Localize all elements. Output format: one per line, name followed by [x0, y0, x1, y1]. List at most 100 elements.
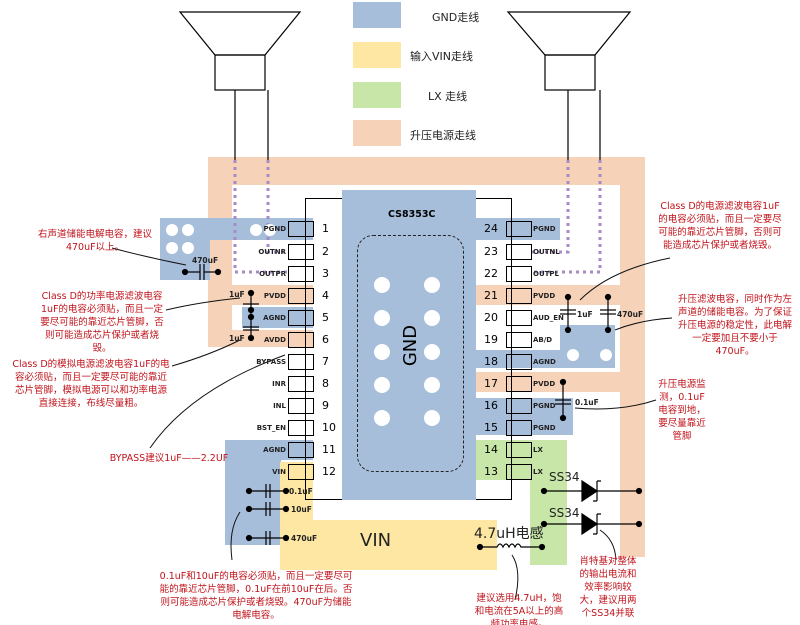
gnd-vin-cap-trace: [225, 440, 281, 545]
pin-name: AGND: [263, 314, 286, 322]
pin-pad: [288, 376, 314, 392]
cap-label: 470uF: [291, 534, 318, 543]
pin-name: OUTNL: [533, 248, 560, 256]
pin-number: 2: [322, 245, 329, 258]
pin-name: BYPASS: [256, 358, 286, 366]
pin-number: 18: [484, 355, 498, 368]
thermal-pad-outline: [357, 235, 464, 472]
pgnd-trace-right: [476, 218, 560, 240]
pin-pad: [506, 266, 532, 282]
pin-pad: [506, 332, 532, 348]
pin-name: PGND: [533, 402, 556, 410]
pin-pad: [288, 221, 314, 237]
cap-label: 1uF: [577, 310, 593, 319]
pin-number: 21: [484, 289, 498, 302]
pin-pad: [506, 464, 532, 480]
pin-pad: [288, 354, 314, 370]
pin-number: 15: [484, 421, 498, 434]
pin-pad: [506, 310, 532, 326]
pin-name: PVDD: [533, 292, 556, 300]
pin-pad: [288, 266, 314, 282]
pin-number: 10: [322, 421, 336, 434]
pin-number: 7: [322, 355, 329, 368]
note-vin-caps: 0.1uF和10uF的电容必须贴，而且一定要尽可能的靠近芯片管脚，0.1uF在前…: [159, 571, 353, 621]
note-boost-cap: 升压滤波电容，同时作为左声道的储能电容。为了保证升压电源的稳定性，此电解一定要加…: [677, 294, 792, 357]
pin-pad: [288, 310, 314, 326]
legend-label-boost: 升压电源走线: [410, 129, 476, 142]
pin-number: 9: [322, 399, 329, 412]
pin-pad: [288, 464, 314, 480]
note-bypass: BYPASS建议1uF——2.2UF: [109, 453, 229, 464]
pin-name: PGND: [533, 225, 556, 233]
legend-label-lx: LX 走线: [428, 90, 468, 103]
note-right-channel-cap: 右声道储能电解电容，建议470uF以上。: [37, 229, 152, 253]
pin-name: PGND: [533, 424, 556, 432]
note-schottky: 肖特基对整体的输出电流和效率影响较大，建议用两个SS34并联: [579, 556, 637, 619]
pin-number: 20: [484, 311, 498, 324]
pin-pad: [506, 376, 532, 392]
pin-pad: [288, 288, 314, 304]
pin-pad: [288, 442, 314, 458]
pin-name: AB/D: [533, 336, 553, 344]
speaker-wires: [233, 160, 602, 274]
pin-name: VIN: [272, 468, 286, 476]
pin-number: 14: [484, 443, 498, 456]
pin-name: OUTPR: [259, 270, 286, 278]
pin-pad: [506, 244, 532, 260]
speaker-right-icon: [506, 11, 632, 160]
pin-pad: [288, 398, 314, 414]
note-classd-power-cap-left: Class D的功率电源滤波电容1uF的电容必须贴，而且一定要尽可能的靠近芯片管…: [40, 291, 164, 354]
pin-number: 13: [484, 465, 498, 478]
pin-pad: [288, 244, 314, 260]
speaker-left-icon: [178, 11, 302, 160]
legend-swatch-vin: [353, 42, 401, 68]
boost-trace-top: [208, 157, 645, 185]
pin-name: LX: [533, 468, 543, 476]
diodes-and-inductor: [476, 479, 643, 551]
pin-name: PVDD: [533, 380, 556, 388]
pin-number: 12: [322, 465, 336, 478]
pin-name: AGND: [533, 358, 556, 366]
pin-number: 8: [322, 377, 329, 390]
pin-number: 11: [322, 443, 336, 456]
pin-number: 3: [322, 267, 329, 280]
pin-number: 24: [484, 222, 498, 235]
pin-pad: [288, 420, 314, 436]
cap-label: 0.1uF: [575, 398, 599, 407]
pin-number: 5: [322, 311, 329, 324]
legend-swatch-lx: [353, 82, 401, 108]
vin-trace: [280, 520, 497, 570]
pin-number: 22: [484, 267, 498, 280]
pin-pad: [506, 398, 532, 414]
note-classd-analog-cap: Class D的模拟电源滤波电容1uF的电容必须贴，而且一定要尽可能的靠近芯片管…: [12, 359, 170, 409]
note-boost-sense: 升压电源监测，0.1uF电容到地，要尽量靠近管脚: [658, 379, 706, 442]
diode-label: SS34: [549, 470, 580, 484]
pvdd17-trace: [476, 372, 620, 392]
cap-label: 470uF: [192, 256, 219, 265]
lx-trace-down: [530, 440, 567, 565]
capacitors: [181, 264, 616, 545]
pin-name: BST_EN: [256, 424, 286, 432]
legend-label-vin: 输入VIN走线: [410, 50, 473, 63]
pin-pad: [506, 420, 532, 436]
pin-name: LX: [533, 446, 543, 454]
pin-number: 17: [484, 377, 498, 390]
note-classd-power-cap-right: Class D的电源滤波电容1uF的电容必须贴，而且一定要尽可能的靠近芯片管脚，…: [658, 201, 782, 251]
pin-number: 19: [484, 333, 498, 346]
pin-number: 4: [322, 289, 329, 302]
pin-name: PVDD: [263, 292, 286, 300]
vin-label: VIN: [360, 530, 392, 551]
pin-name: PGND: [263, 225, 286, 233]
pvdd-trace-left: [232, 285, 313, 305]
pvdd-trace-right: [476, 285, 620, 305]
pin-pad: [506, 354, 532, 370]
agnd-trace-left: [242, 307, 313, 328]
pin-name: AGND: [263, 446, 286, 454]
pin-number: 6: [322, 333, 329, 346]
pin-name: OUTNR: [258, 248, 286, 256]
cap-label: 0.1uF: [289, 487, 313, 496]
boost-trace-left: [208, 157, 232, 347]
via-holes: [166, 224, 612, 426]
